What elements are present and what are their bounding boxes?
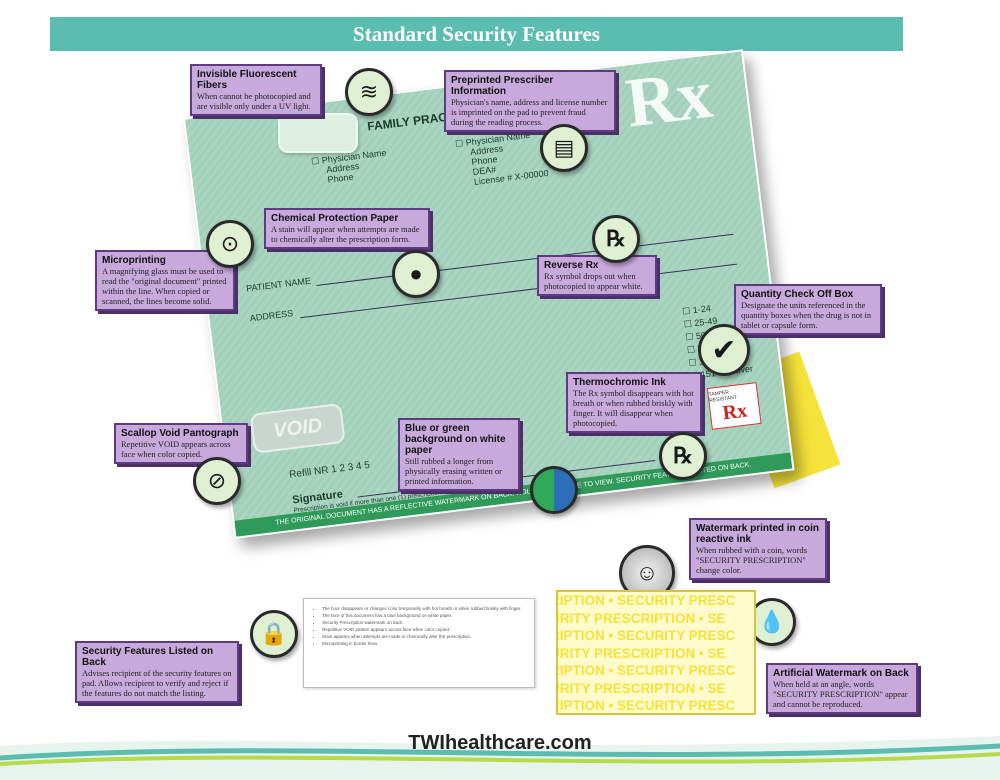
color-circle-icon [530,466,578,514]
callout-title: Chemical Protection Paper [271,213,399,224]
page-title-banner: Standard Security Features [50,17,903,51]
page-title: Standard Security Features [353,22,600,46]
rx-thermo-icon: ℞ [659,432,707,480]
callout-title: Blue or green background on white paper [405,423,506,456]
callout-title: Reverse Rx [544,260,599,271]
callout-body: Designate the units referenced in the qu… [741,300,872,330]
watermark-line: RIPTION • SECURITY PRESC [556,628,736,643]
callout-body: Rx symbol drops out when photocopied to … [544,271,643,291]
fibers-sample [278,113,358,153]
callout-features-listed-back: Security Features Listed on Back Advises… [75,641,239,703]
callout-body: The Rx symbol disappears with hot breath… [573,388,694,428]
callout-title: Microprinting [102,255,166,266]
magnifier-icon: ⊙ [206,220,254,268]
list-item: The hour disappears or changes color tem… [322,605,526,612]
callout-scallop-void: Scallop Void Pantograph Repetitive VOID … [114,423,248,464]
callout-body: A stain will appear when attempts are ma… [271,224,420,244]
callout-body: When held at an angle, words "SECURITY P… [773,679,908,709]
list-item: The face of this document has a blue bac… [322,612,526,619]
watermark-line: RIPTION • SECURITY PRESC [556,593,736,608]
callout-title: Quantity Check Off Box [741,289,854,300]
rx-symbol: Rx [621,55,717,143]
back-features-card: The hour disappears or changes color tem… [303,598,535,688]
callout-title: Preprinted Prescriber Information [451,75,554,97]
callout-reverse-rx: Reverse Rx Rx symbol drops out when phot… [537,255,657,296]
list-item: Microprinting in border lines. [322,640,526,647]
callout-title: Scallop Void Pantograph [121,428,239,439]
callout-body: Still rubbed a longer from physically er… [405,456,503,486]
callout-title: Watermark printed in coin reactive ink [696,523,819,545]
back-features-list: The hour disappears or changes color tem… [312,605,526,647]
callout-body: A magnifying glass must be used to read … [102,266,227,306]
no-copy-icon: ⊘ [193,457,241,505]
callout-body: Repetitive VOID appears across face when… [121,439,231,459]
callout-fluorescent-fibers: Invisible Fluorescent Fibers When cannot… [190,64,322,116]
security-watermark-sample: RIPTION • SECURITY PRESC URITY PRESCRIPT… [556,590,756,715]
watermark-line: RIPTION • SECURITY PRESC [556,663,736,678]
watermark-line: RIPTION • SECURITY PRESC [556,698,736,713]
tamper-resistant-badge: TAMPER RESISTANT Rx [706,382,762,430]
callout-body: Physician's name, address and license nu… [451,97,608,127]
callout-title: Invisible Fluorescent Fibers [197,69,297,91]
rx-badge-icon: ℞ [592,215,640,263]
footer-website[interactable]: TWIhealthcare.com [408,732,592,754]
list-item: Repetitive VOID pattern appears across f… [322,626,526,633]
callout-title: Security Features Listed on Back [82,646,214,668]
footer-wave [0,736,1000,780]
stain-icon: ● [392,250,440,298]
callout-artificial-watermark: Artificial Watermark on Back When held a… [766,663,918,714]
callout-title: Thermochromic Ink [573,377,666,388]
droplet-icon: 💧 [748,598,796,646]
callout-body: Advises recipient of the security featur… [82,668,232,698]
watermark-line: URITY PRESCRIPTION • SE [556,610,726,626]
callout-coin-reactive-watermark: Watermark printed in coin reactive ink W… [689,518,827,580]
callout-body: When rubbed with a coin, words "SECURITY… [696,545,807,575]
list-item: Security Prescription watermark on back. [322,619,526,626]
checkmark-icon: ✔ [698,324,750,376]
callout-chemical-protection: Chemical Protection Paper A stain will a… [264,208,430,249]
callout-thermochromic-ink: Thermochromic Ink The Rx symbol disappea… [566,372,702,433]
fibers-icon: ≋ [345,68,393,116]
lock-icon: 🔒 [250,610,298,658]
callout-preprinted-prescriber: Preprinted Prescriber Information Physic… [444,70,616,132]
list-item: Stain appears when attempts are made to … [322,633,526,640]
watermark-line: URITY PRESCRIPTION • SE [556,680,726,696]
callout-title: Artificial Watermark on Back [773,668,909,679]
callout-quantity-checkoff: Quantity Check Off Box Designate the uni… [734,284,882,335]
callout-blue-green-background: Blue or green background on white paper … [398,418,520,491]
watermark-line: URITY PRESCRIPTION • SE [556,645,726,661]
callout-body: When cannot be photocopied and are visib… [197,91,311,111]
document-icon: ▤ [540,124,588,172]
